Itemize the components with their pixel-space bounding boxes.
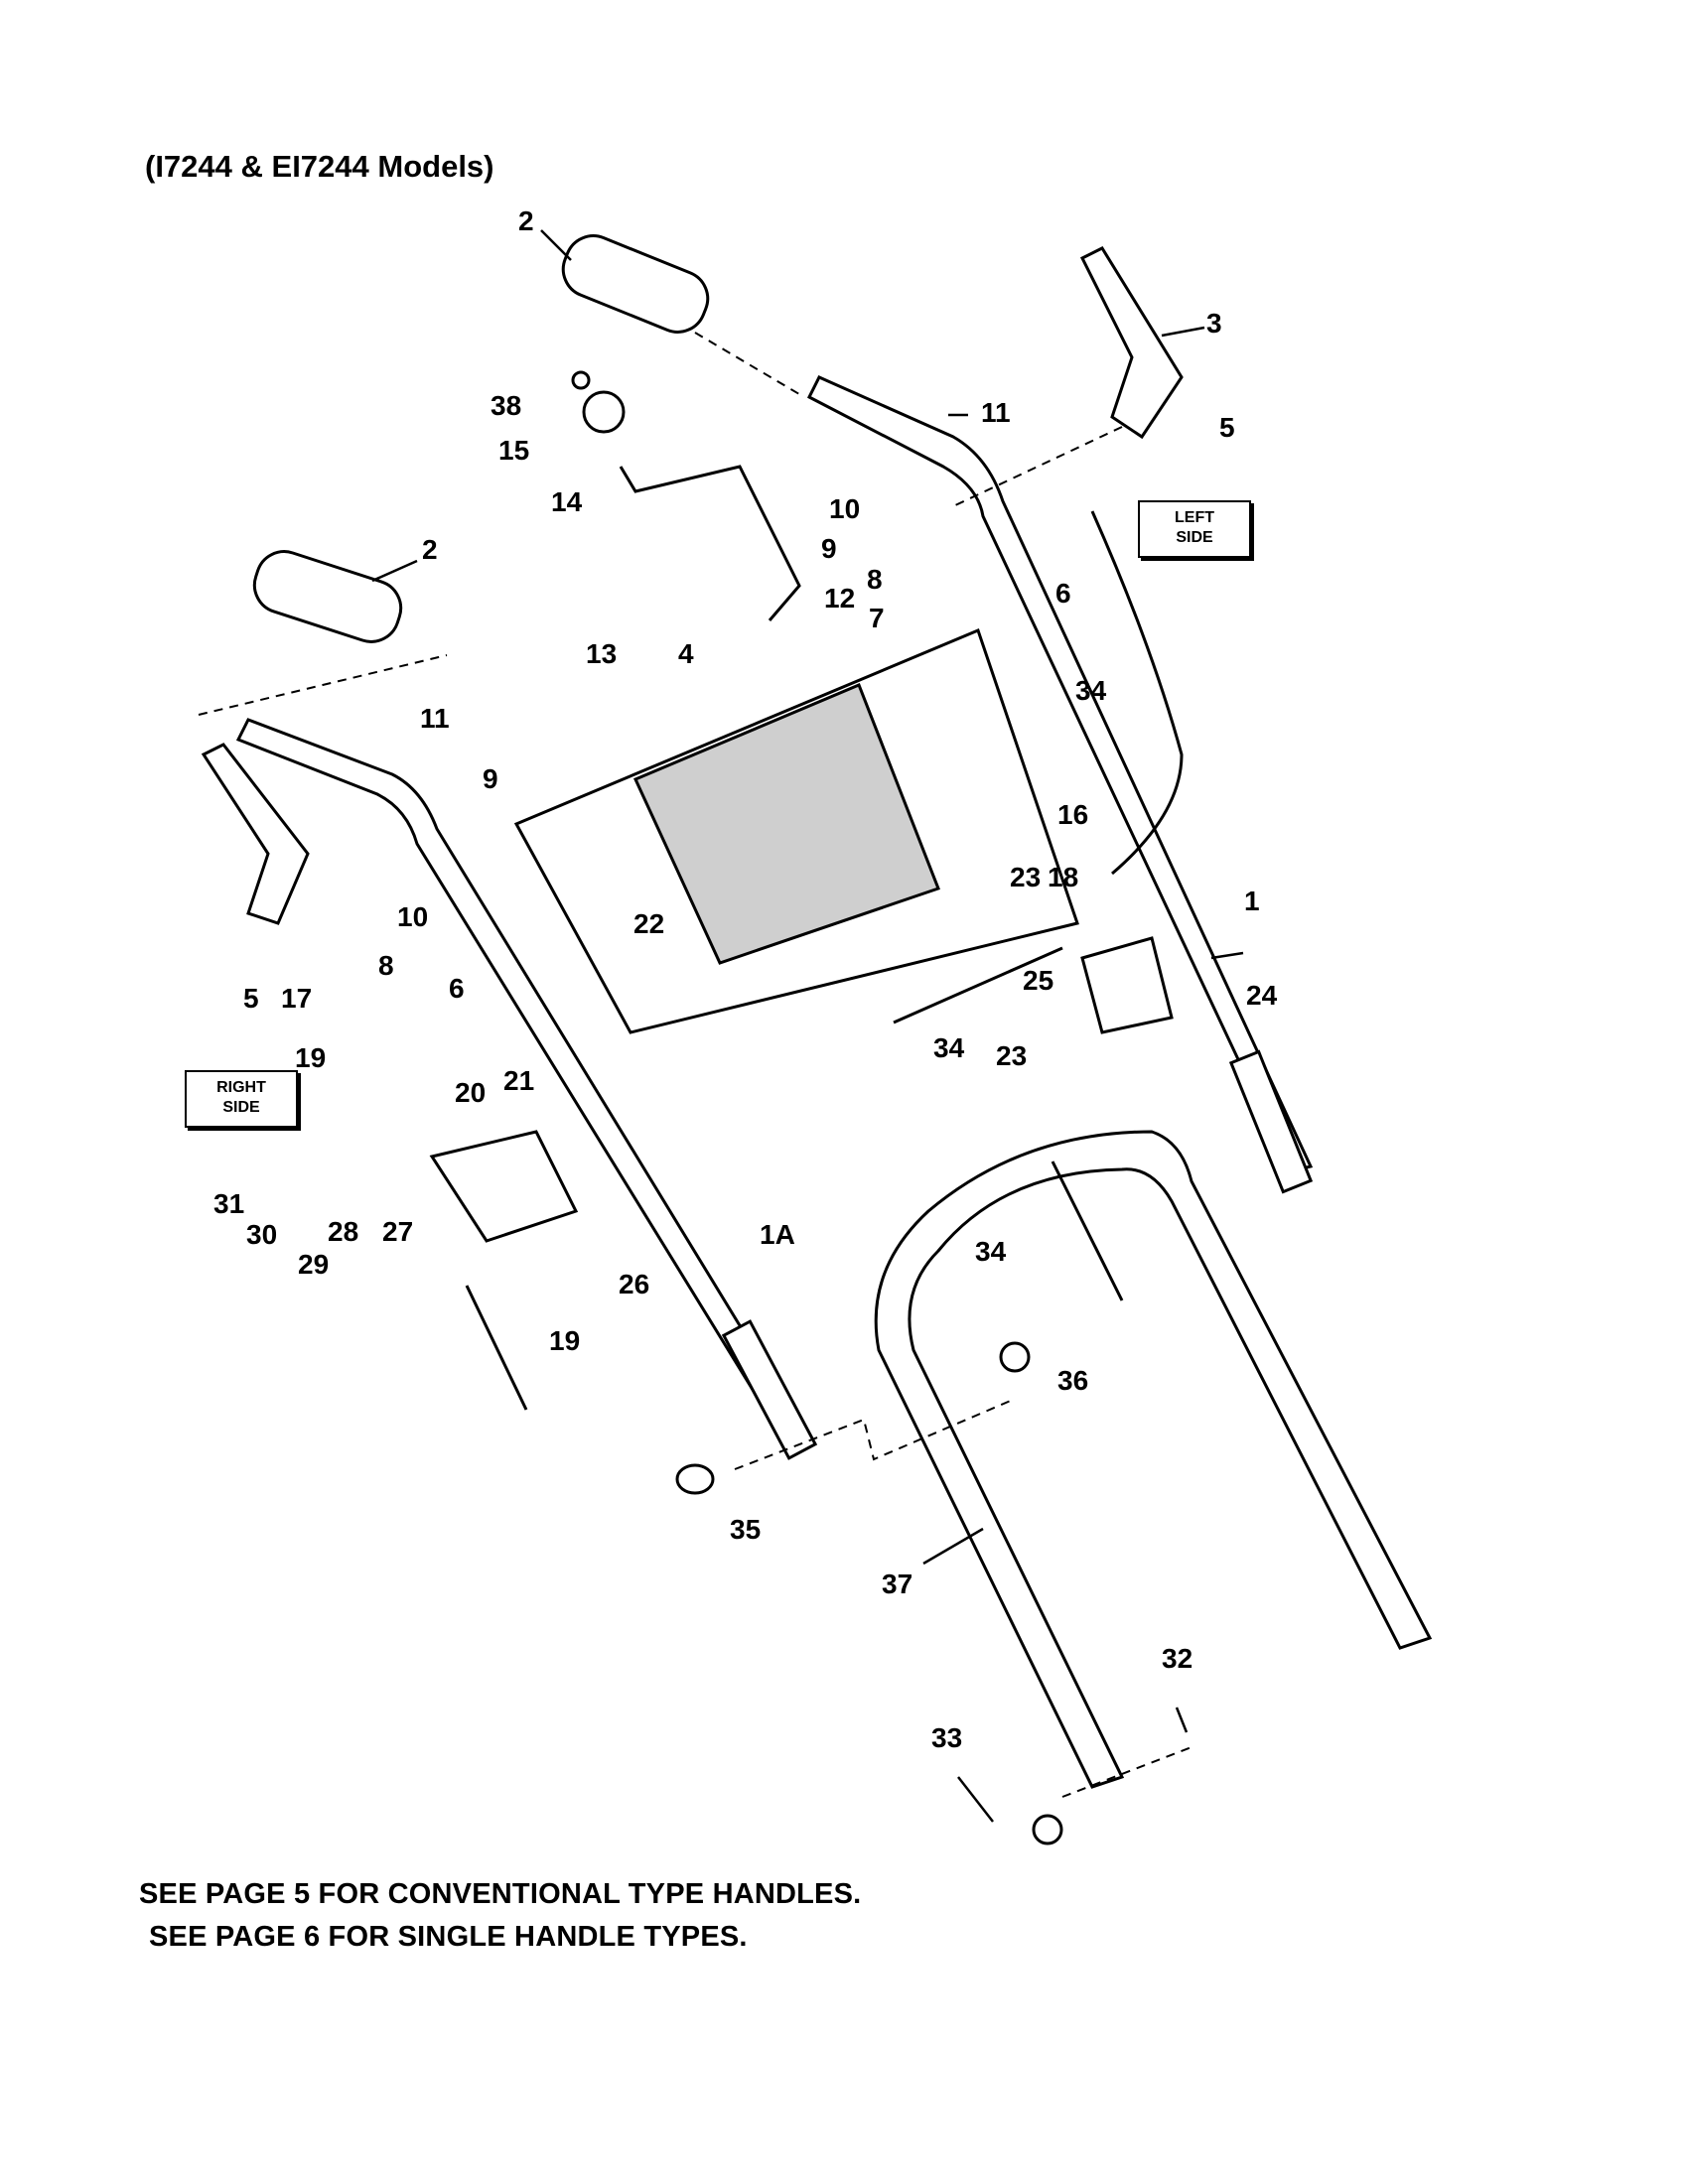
rod-14 <box>619 465 801 621</box>
right-side-label-line-1: RIGHT <box>216 1079 266 1096</box>
callout-9-left: 9 <box>483 763 498 794</box>
callout-23-top: 23 <box>1010 862 1041 892</box>
grip-2-left <box>252 550 403 643</box>
callout-11-top: 11 <box>981 397 1011 428</box>
nut-36 <box>999 1341 1031 1373</box>
callout-25: 25 <box>1023 965 1053 996</box>
nut-38 <box>571 370 591 390</box>
callout-8-top: 8 <box>867 564 883 595</box>
callout-19-bottom: 19 <box>549 1325 580 1356</box>
dash-grip-left <box>198 654 448 716</box>
callout-8-left: 8 <box>378 950 394 981</box>
callout-13: 13 <box>586 638 617 669</box>
callout-27: 27 <box>382 1216 413 1247</box>
callout-5-left: 5 <box>243 983 259 1014</box>
cable-34-upper <box>1090 510 1184 876</box>
callout-34-top: 34 <box>1075 675 1107 706</box>
callout-34-lower: 34 <box>975 1236 1007 1267</box>
bracket-17 <box>201 743 310 925</box>
left-side-label-line-2: SIDE <box>1176 529 1213 546</box>
bracket-20 <box>429 1130 579 1243</box>
nut-33 <box>1032 1814 1063 1845</box>
callout-16: 16 <box>1057 799 1088 830</box>
callout-2-left: 2 <box>422 534 438 565</box>
callout-2-top: 2 <box>518 205 534 236</box>
spring-34 <box>1051 1160 1124 1301</box>
right-side-label: RIGHT SIDE <box>185 1070 298 1128</box>
callout-17: 17 <box>281 983 312 1014</box>
callout-38: 38 <box>491 390 521 421</box>
callout-33: 33 <box>931 1722 962 1753</box>
callout-15: 15 <box>498 435 529 466</box>
callout-26: 26 <box>619 1269 649 1299</box>
bracket-3 <box>1079 246 1184 440</box>
callout-9-top: 9 <box>821 533 837 564</box>
callout-36: 36 <box>1057 1365 1088 1396</box>
lower-handle-37 <box>874 1130 1433 1789</box>
handle-1a-end <box>721 1319 818 1460</box>
callout-22: 22 <box>633 908 664 939</box>
callout-12: 12 <box>824 583 855 614</box>
callout-19-top: 19 <box>295 1042 326 1073</box>
callout-6-left: 6 <box>449 973 465 1004</box>
knob-15 <box>582 390 626 434</box>
bolt-35-head <box>675 1463 715 1495</box>
callout-5-top: 5 <box>1219 412 1235 443</box>
callout-4: 4 <box>678 638 694 669</box>
callout-20: 20 <box>455 1077 486 1108</box>
handle-1-end <box>1228 1049 1314 1194</box>
note-conventional-handles: SEE PAGE 5 FOR CONVENTIONAL TYPE HANDLES… <box>139 1878 862 1910</box>
note-single-handles: SEE PAGE 6 FOR SINGLE HANDLE TYPES. <box>149 1921 748 1953</box>
callout-14: 14 <box>551 486 583 517</box>
callout-6-top: 6 <box>1055 578 1071 609</box>
callout-31: 31 <box>213 1188 244 1219</box>
dash-bolt-33 <box>1061 1746 1193 1798</box>
grip-2-top <box>561 234 710 334</box>
dash-grip-top <box>694 332 805 398</box>
callout-11-left: 11 <box>420 703 450 734</box>
callout-3: 3 <box>1206 308 1222 339</box>
callout-34-mid: 34 <box>933 1032 965 1063</box>
right-side-label-line-2: SIDE <box>222 1099 260 1116</box>
page-title: (I7244 & EI7244 Models) <box>145 149 494 184</box>
callout-10-top: 10 <box>829 493 860 524</box>
callout-1: 1 <box>1244 886 1260 916</box>
callout-18: 18 <box>1048 862 1078 892</box>
callout-28: 28 <box>328 1216 358 1247</box>
cable-34-mid <box>893 946 1063 1024</box>
callout-10-left: 10 <box>397 901 428 932</box>
dash-lower <box>734 1399 1014 1470</box>
callout-7: 7 <box>869 603 885 633</box>
spring-19 <box>465 1285 528 1411</box>
callout-35: 35 <box>730 1514 761 1545</box>
callout-1a: 1A <box>760 1219 795 1250</box>
left-side-label: LEFT SIDE <box>1138 500 1251 558</box>
bracket-25 <box>1080 936 1174 1034</box>
callout-30: 30 <box>246 1219 277 1250</box>
callout-21: 21 <box>503 1065 534 1096</box>
left-side-label-line-1: LEFT <box>1175 509 1214 526</box>
decal-4 <box>632 683 940 965</box>
callout-29: 29 <box>298 1249 329 1280</box>
callout-37: 37 <box>882 1569 912 1599</box>
callout-23-bottom: 23 <box>996 1040 1027 1071</box>
callout-24: 24 <box>1246 980 1278 1011</box>
callout-32: 32 <box>1162 1643 1193 1674</box>
